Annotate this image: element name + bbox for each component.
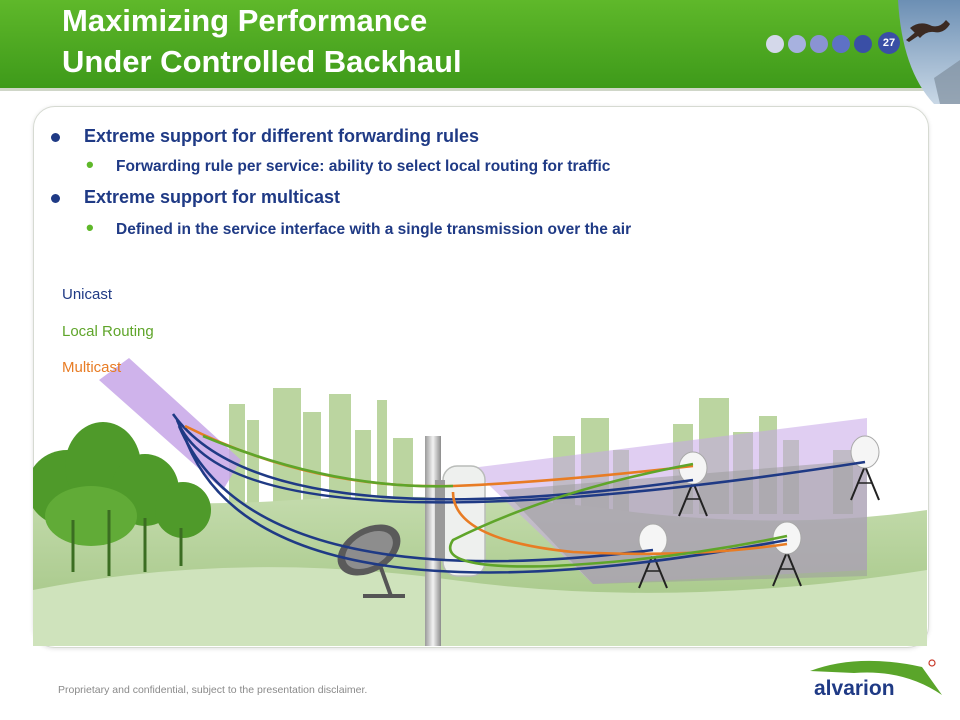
progress-dot	[766, 35, 784, 53]
traffic-flows	[171, 413, 866, 574]
unicast-flow	[181, 431, 788, 574]
progress-dot	[854, 35, 872, 53]
title-line-2: Under Controlled Backhaul	[62, 44, 462, 79]
progress-dot	[832, 35, 850, 53]
local-routing-flow	[448, 462, 788, 568]
footer-disclaimer: Proprietary and confidential, subject to…	[58, 684, 368, 696]
cpe-tower	[638, 523, 668, 589]
local-routing-flow	[202, 434, 454, 488]
progress-dot	[810, 35, 828, 53]
sub-bullet-forwarding-per-service: Forwarding rule per service: ability to …	[86, 152, 610, 178]
logo-text: alvarion	[814, 677, 895, 700]
alvarion-logo: alvarion	[810, 659, 942, 700]
multicast-flow	[451, 491, 788, 556]
network-illustration	[33, 358, 927, 646]
bullet-forwarding-rules: Extreme support for different forwarding…	[50, 126, 480, 146]
legend-local-routing: Local Routing	[62, 323, 154, 340]
sub-bullet-single-transmission: Defined in the service interface with a …	[86, 215, 631, 241]
unicast-flow	[175, 419, 866, 504]
unicast-flow	[171, 413, 694, 501]
slide-number-badge: 27	[878, 32, 900, 54]
slide-header: Maximizing Performance Under Controlled …	[0, 0, 960, 104]
satellite-dish	[337, 524, 405, 598]
unicast-flow	[177, 425, 654, 563]
legend-unicast: Unicast	[62, 286, 113, 303]
cpe-tower	[850, 435, 880, 501]
progress-dot	[788, 35, 806, 53]
slide-title: Maximizing Performance Under Controlled …	[62, 0, 462, 82]
bullet-multicast: Extreme support for multicast	[50, 187, 341, 207]
skydiver-photo	[898, 0, 960, 104]
cpe-tower	[678, 451, 708, 517]
tree-grove	[33, 422, 211, 546]
title-line-1: Maximizing Performance	[62, 3, 428, 38]
legend-multicast: Multicast	[62, 359, 122, 376]
